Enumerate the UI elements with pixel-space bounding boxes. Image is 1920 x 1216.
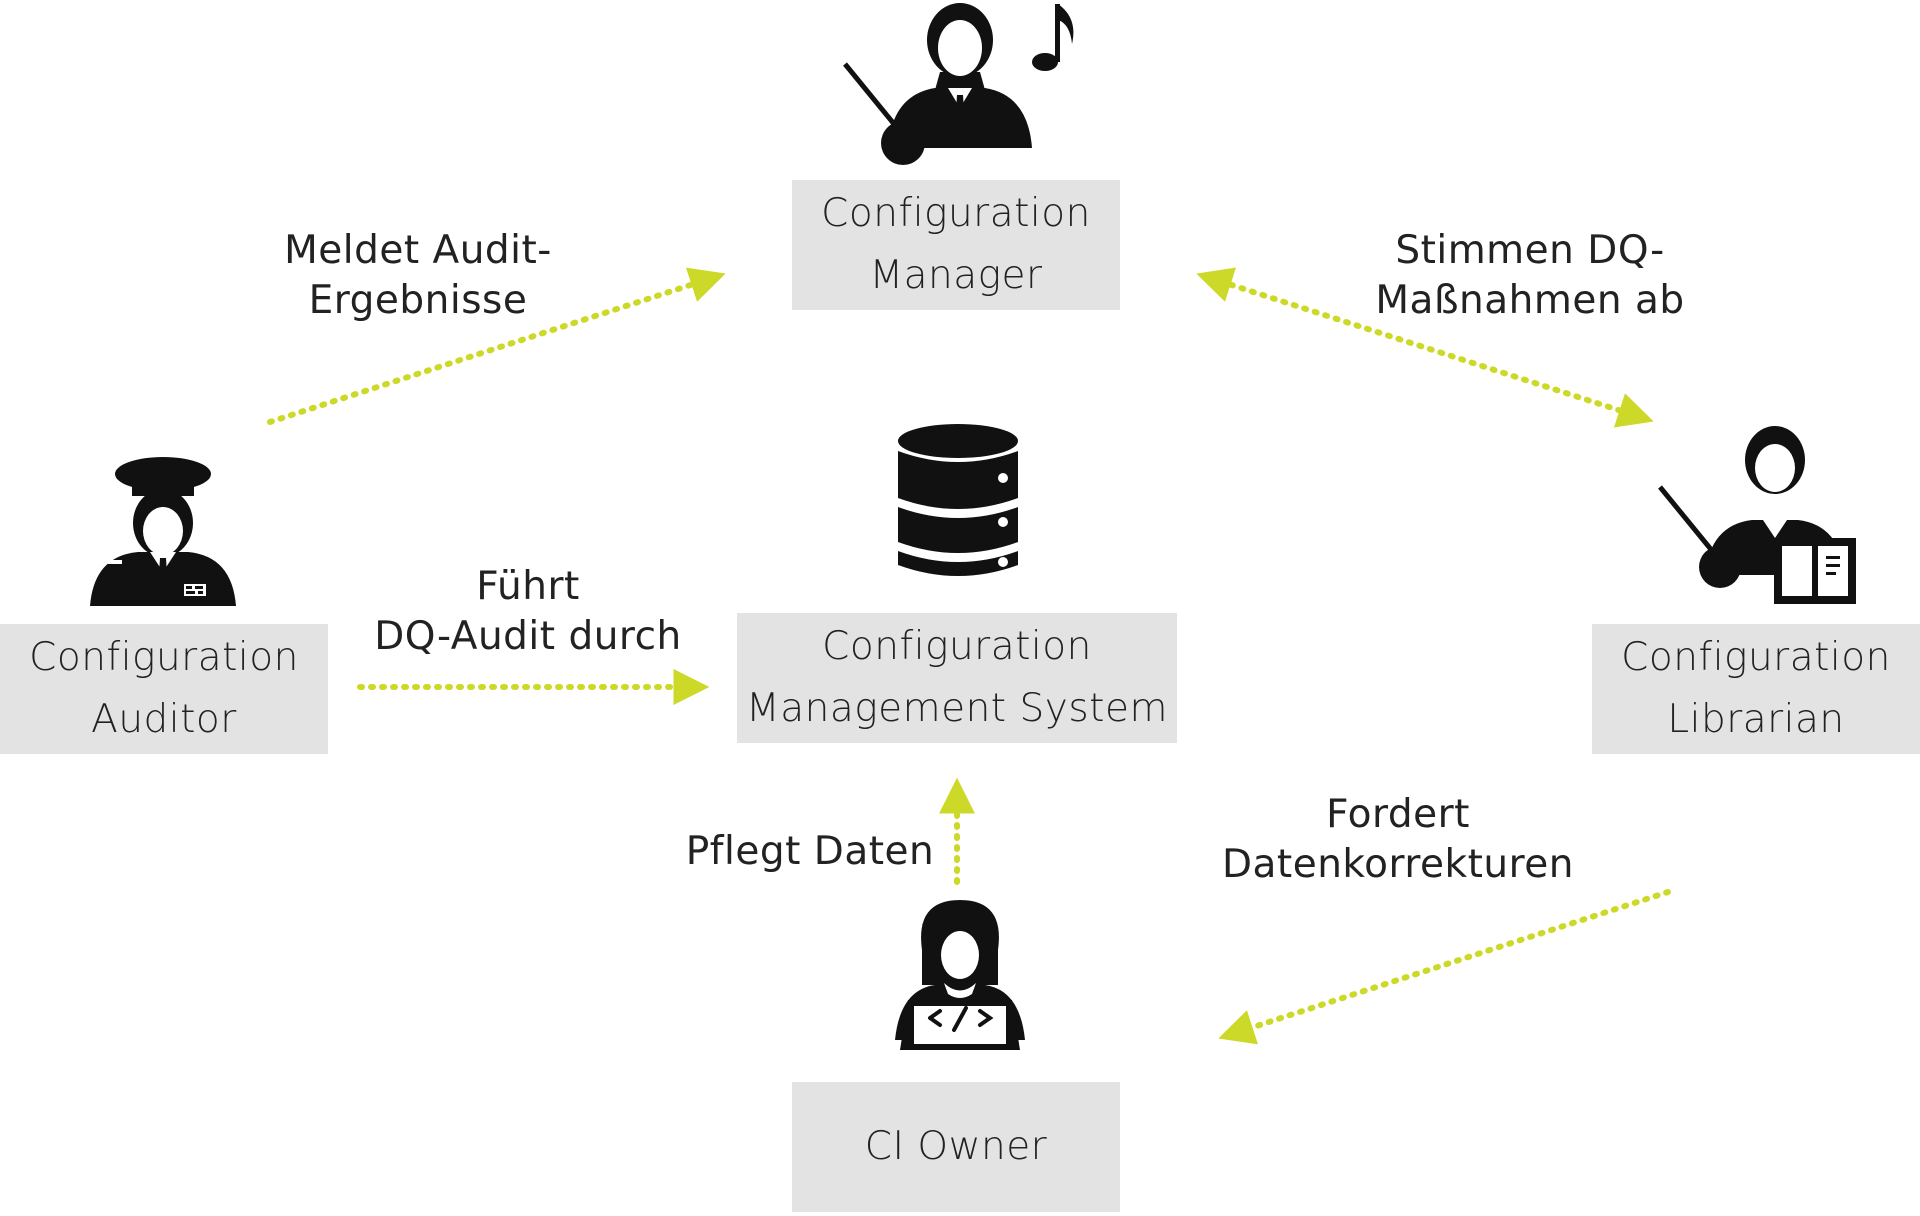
edge-label-line: Datenkorrekturen — [1222, 842, 1574, 887]
edge-label-line: DQ-Audit durch — [374, 614, 682, 659]
configuration-auditor-label-1: Configuration — [29, 635, 299, 680]
edge-label-line: Pflegt Daten — [685, 829, 935, 874]
arrow-manager-librarian — [1196, 267, 1654, 428]
edge-label-line: Führt — [476, 564, 580, 609]
edge-label-owner-to-cms: Pflegt Daten — [670, 827, 950, 877]
configuration-manager-label-2: Manager — [869, 253, 1043, 298]
configuration-librarian-label-1: Configuration — [1621, 635, 1891, 680]
ci-owner-label: CI Owner — [864, 1124, 1048, 1169]
configuration-auditor-box: Configuration Auditor — [0, 624, 328, 754]
configuration-librarian-label-2: Librarian — [1667, 697, 1845, 742]
edge-label-librarian-to-owner: Fordert Datenkorrekturen — [1218, 790, 1578, 890]
edge-label-line: Meldet Audit- — [284, 228, 552, 273]
edge-label-auditor-to-manager: Meldet Audit- Ergebnisse — [258, 226, 578, 326]
arrow-librarian-to-owner — [1218, 889, 1671, 1045]
edge-label-line: Stimmen DQ- — [1395, 228, 1665, 273]
configuration-management-system-box: Configuration Management System — [737, 613, 1177, 743]
configuration-manager-box: Configuration Manager — [792, 180, 1120, 310]
edge-label-manager-librarian: Stimmen DQ- Maßnahmen ab — [1370, 226, 1690, 326]
edge-label-auditor-to-cms: Führt DQ-Audit durch — [368, 562, 688, 662]
configuration-librarian-box: Configuration Librarian — [1592, 624, 1920, 754]
cms-label-2: Management System — [746, 686, 1168, 731]
ci-owner-box: CI Owner — [792, 1082, 1120, 1212]
edge-label-line: Maßnahmen ab — [1375, 278, 1685, 323]
edge-label-line: Fordert — [1326, 792, 1470, 837]
configuration-auditor-label-2: Auditor — [91, 697, 237, 742]
edge-label-line: Ergebnisse — [308, 278, 528, 323]
cms-label-1: Configuration — [822, 624, 1092, 669]
configuration-manager-label-1: Configuration — [821, 191, 1091, 236]
arrow-auditor-to-manager — [267, 267, 726, 425]
